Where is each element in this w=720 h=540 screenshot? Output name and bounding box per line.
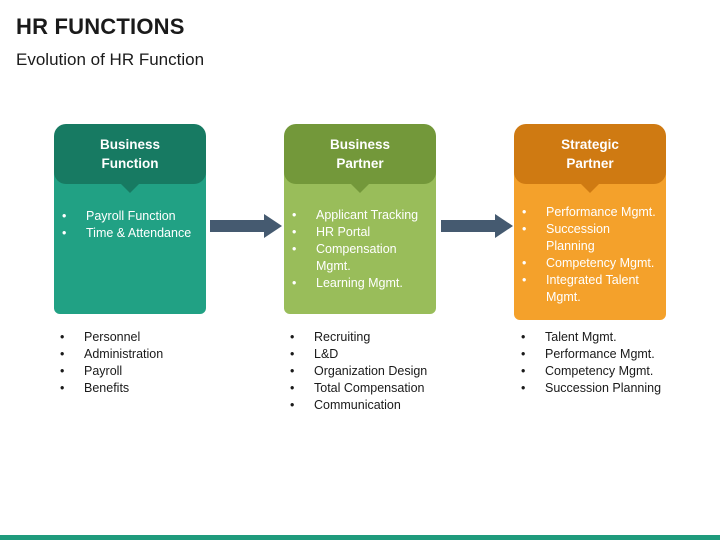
right-arrow-icon (441, 214, 513, 238)
list-item: Total Compensation (290, 380, 450, 397)
list-item: Competency Mgmt. (522, 255, 660, 272)
stage-strategic-partner-below-list: Talent Mgmt. Performance Mgmt. Competenc… (521, 329, 691, 397)
list-item: L&D (290, 346, 450, 363)
stage-business-function-heading: Business Function (54, 124, 206, 193)
stage-business-partner: Applicant Tracking HR Portal Compensatio… (284, 124, 436, 314)
list-item: Benefits (60, 380, 210, 397)
list-item: Recruiting (290, 329, 450, 346)
page-subtitle: Evolution of HR Function (16, 50, 205, 69)
stage-heading-line: Function (101, 156, 159, 171)
list-item: Performance Mgmt. (521, 346, 691, 363)
stage-heading-line: Business (99, 137, 161, 152)
list-item: Communication (290, 397, 450, 414)
list-item: Integrated Talent Mgmt. (522, 272, 660, 306)
list-item: Learning Mgmt. (292, 275, 430, 292)
stage-heading-text: Business Partner (330, 135, 390, 173)
list-item: Administration (60, 346, 210, 363)
stage-heading-line: Partner (336, 156, 384, 171)
list-item: Compensation Mgmt. (292, 241, 430, 275)
stage-heading-text: Strategic Partner (561, 135, 619, 173)
page-title: HR FUNCTIONS (16, 14, 185, 39)
list-item: HR Portal (292, 224, 430, 241)
stage-business-function: Payroll Function Time & Attendance Busin… (54, 124, 206, 314)
stage-strategic-partner-items: Performance Mgmt. Succession Planning Co… (522, 204, 660, 306)
heading-pointer (121, 184, 139, 193)
footer-accent-bar (0, 535, 720, 540)
stage-business-partner-heading: Business Partner (284, 124, 436, 193)
list-item: Applicant Tracking (292, 207, 430, 224)
stage-heading-text: Business Function (100, 135, 160, 173)
list-item: Organization Design (290, 363, 450, 380)
stage-business-function-items: Payroll Function Time & Attendance (62, 208, 200, 242)
stage-business-function-below-list: Personnel Administration Payroll Benefit… (60, 329, 210, 397)
list-item: Performance Mgmt. (522, 204, 660, 221)
list-item: Time & Attendance (62, 225, 200, 242)
list-item: Personnel (60, 329, 210, 346)
stage-business-partner-body: Applicant Tracking HR Portal Compensatio… (284, 172, 436, 314)
stage-strategic-partner-body: Performance Mgmt. Succession Planning Co… (514, 172, 666, 320)
list-item: Succession Planning (522, 221, 660, 255)
stage-business-function-body: Payroll Function Time & Attendance (54, 172, 206, 314)
list-item: Talent Mgmt. (521, 329, 691, 346)
list-item: Payroll Function (62, 208, 200, 225)
list-item: Payroll (60, 363, 210, 380)
stage-heading-line: Strategic (561, 137, 619, 152)
right-arrow-icon (210, 214, 282, 238)
stage-business-partner-below-list: Recruiting L&D Organization Design Total… (290, 329, 450, 414)
list-item: Succession Planning (521, 380, 691, 397)
stage-heading-line: Business (329, 137, 391, 152)
list-item: Competency Mgmt. (521, 363, 691, 380)
stage-heading-line: Partner (566, 156, 614, 171)
heading-pointer (351, 184, 369, 193)
stage-business-partner-items: Applicant Tracking HR Portal Compensatio… (292, 207, 430, 292)
heading-pointer (581, 184, 599, 193)
stage-strategic-partner: Performance Mgmt. Succession Planning Co… (514, 124, 666, 320)
stage-strategic-partner-heading: Strategic Partner (514, 124, 666, 193)
